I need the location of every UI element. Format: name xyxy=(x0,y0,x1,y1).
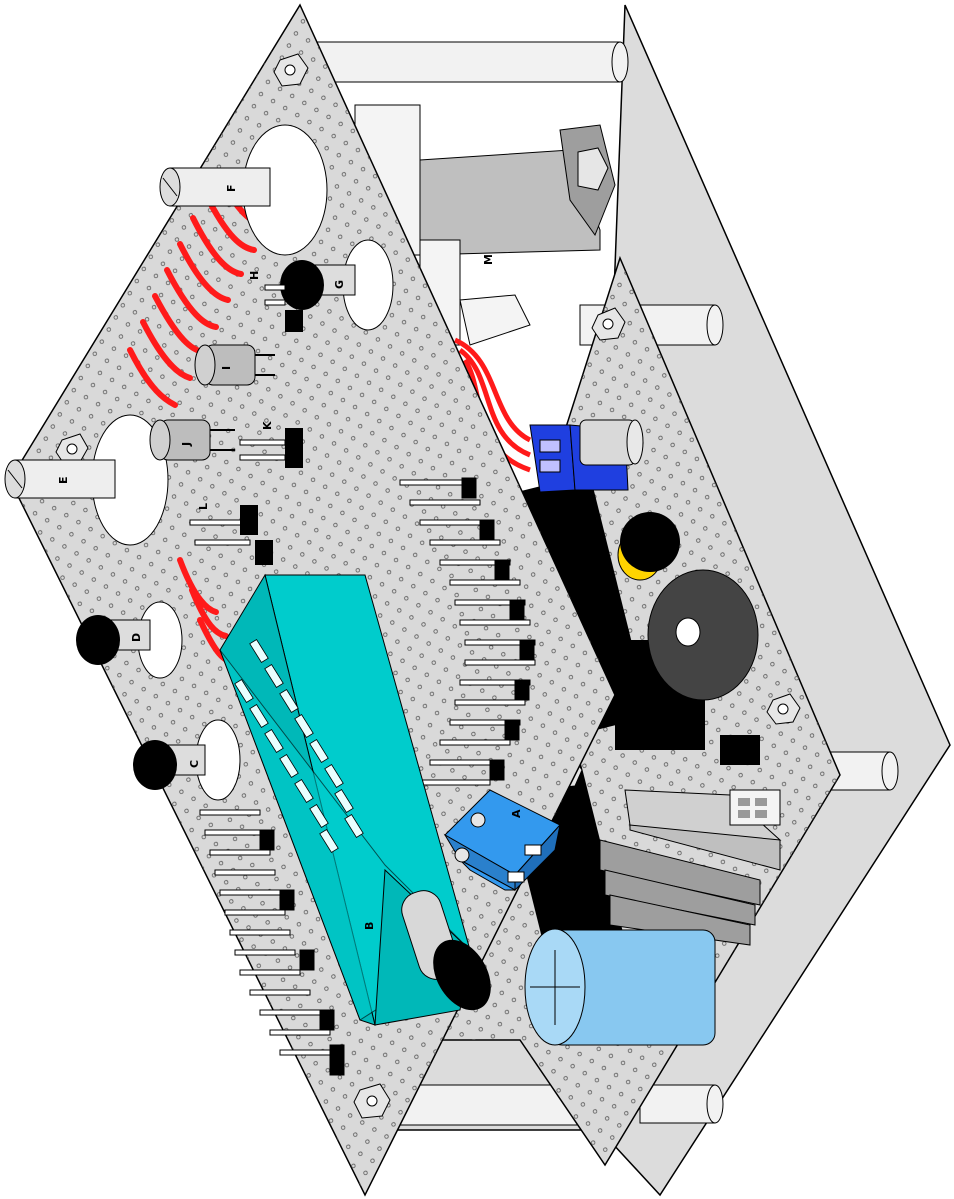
header-l xyxy=(189,505,273,565)
label-a: A xyxy=(510,809,523,818)
label-m: M xyxy=(482,254,495,265)
led-j xyxy=(149,419,235,461)
label-l: L xyxy=(197,503,210,510)
label-f: F xyxy=(225,184,238,192)
label-c: C xyxy=(188,760,201,768)
terminal-block xyxy=(443,789,561,892)
zif-lever-knob xyxy=(433,939,491,1011)
potentiometer-shafts xyxy=(4,167,271,499)
header-h xyxy=(264,284,303,332)
shaft-f xyxy=(159,167,271,207)
leds xyxy=(149,344,275,461)
panel-holes xyxy=(91,124,394,801)
label-e: E xyxy=(57,476,70,484)
button-g xyxy=(280,260,356,310)
led-i xyxy=(194,344,275,386)
electrolytic-capacitor xyxy=(524,928,716,1046)
label-d: D xyxy=(130,633,143,642)
zif-socket xyxy=(219,573,491,1026)
speaker xyxy=(647,569,759,701)
lower-board-components xyxy=(500,307,801,977)
board-nuts xyxy=(55,53,391,1119)
push-buttons xyxy=(76,260,356,790)
label-g: G xyxy=(333,280,346,289)
button-d xyxy=(76,615,151,665)
callout-labels: A B C D E F G H I J K L M xyxy=(57,184,523,930)
header-k xyxy=(239,428,303,468)
button-c xyxy=(133,740,206,790)
capacitor-small xyxy=(579,419,644,466)
label-b: B xyxy=(363,922,376,930)
pin-headers xyxy=(199,477,536,1076)
label-i: I xyxy=(220,366,233,370)
heatsink-regulator xyxy=(599,789,782,946)
jumper-block xyxy=(720,735,781,826)
label-j: J xyxy=(180,442,193,447)
shaft-e xyxy=(4,459,116,499)
buzzer-yellow xyxy=(617,512,680,581)
label-h: H xyxy=(248,271,261,280)
small-headers xyxy=(189,284,303,565)
label-k: K xyxy=(261,421,274,430)
